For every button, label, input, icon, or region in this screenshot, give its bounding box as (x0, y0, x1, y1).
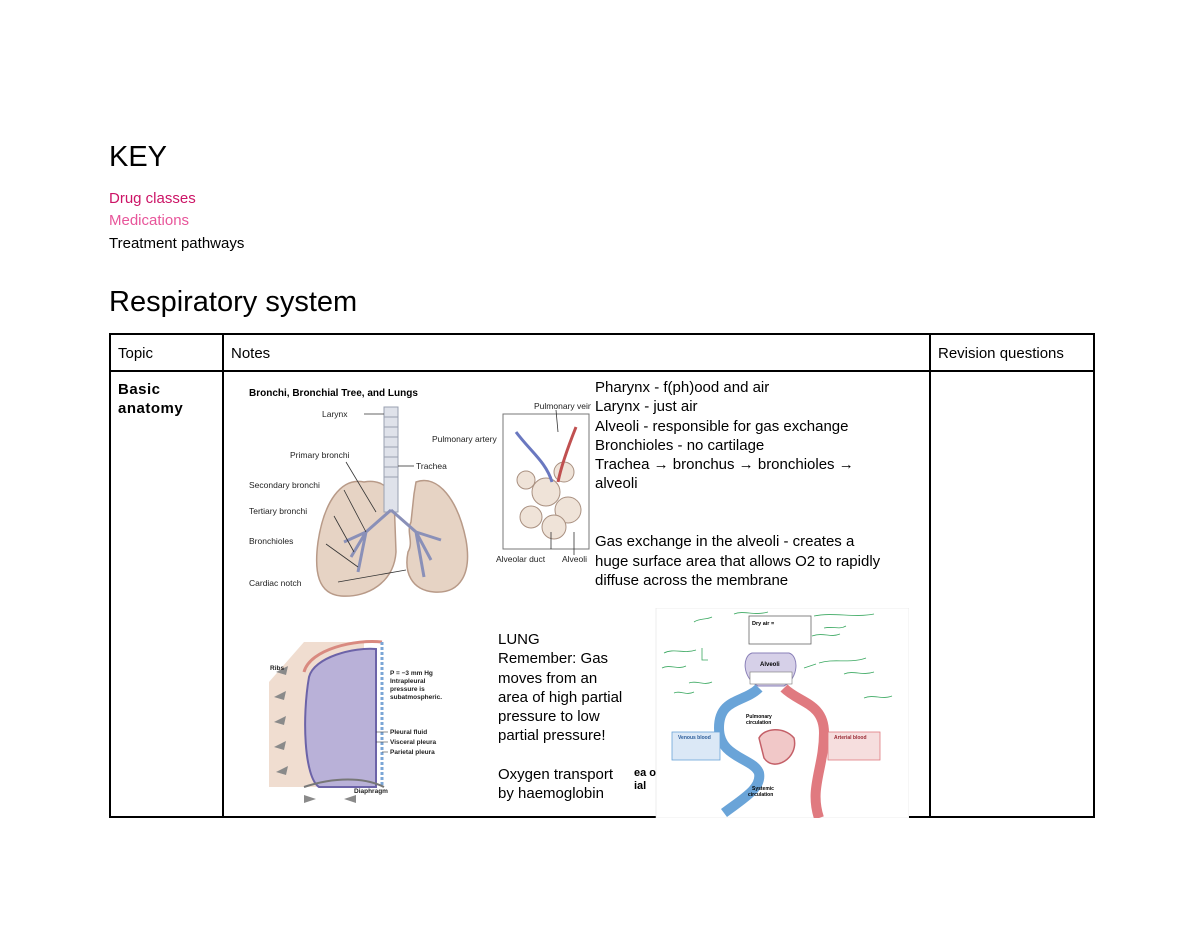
svg-text:Secondary bronchi: Secondary bronchi (249, 480, 320, 490)
svg-text:Visceral pleura: Visceral pleura (390, 739, 437, 746)
svg-text:P = −3 mm Hg: P = −3 mm Hg (390, 670, 433, 677)
svg-text:ial: ial (634, 780, 646, 792)
svg-text:Arterial blood: Arterial blood (834, 735, 867, 741)
svg-text:Pulmonary vein: Pulmonary vein (534, 401, 591, 411)
svg-text:Cardiac notch: Cardiac notch (249, 578, 302, 588)
svg-text:circulation: circulation (746, 720, 771, 726)
svg-text:Alveoli: Alveoli (760, 662, 780, 668)
svg-text:Dry air =: Dry air = (752, 621, 774, 627)
pleura-diagram: Ribs P = −3 mm Hg Intrapleural pressure … (264, 637, 469, 807)
fig1-title: Bronchi, Bronchial Tree, and Lungs (249, 388, 418, 399)
notes-table: Topic Notes Revision questions Basic ana… (109, 333, 1095, 818)
svg-text:Parietal pleura: Parietal pleura (390, 749, 435, 756)
svg-text:Larynx: Larynx (322, 409, 348, 419)
topic-cell: Basic anatomy (109, 370, 224, 818)
key-medications: Medications (109, 212, 190, 229)
svg-text:Trachea: Trachea (416, 461, 447, 471)
svg-text:Alveolar duct: Alveolar duct (496, 554, 546, 564)
gas-exchange-diagram: ea of ial Dry air = Alveoli Pulmonary ci (634, 608, 909, 818)
header-revision: Revision questions (929, 333, 1095, 372)
header-notes: Notes (222, 333, 931, 372)
key-title: KEY (109, 141, 168, 173)
svg-text:Alveoli: Alveoli (562, 554, 587, 564)
section-title: Respiratory system (109, 286, 358, 318)
svg-text:Pulmonary: Pulmonary (746, 714, 772, 720)
anatomy-notes: Pharynx - f(ph)ood and air Larynx - just… (595, 379, 881, 589)
svg-text:Pulmonary artery: Pulmonary artery (432, 434, 497, 444)
svg-text:ea of: ea of (634, 767, 660, 779)
svg-text:Primary bronchi: Primary bronchi (290, 450, 350, 460)
svg-text:pressure is: pressure is (390, 686, 425, 693)
svg-text:Bronchioles: Bronchioles (249, 536, 293, 546)
key-treatment-pathways: Treatment pathways (109, 235, 245, 252)
svg-text:circulation: circulation (748, 792, 773, 798)
notes-cell: Bronchi, Bronchial Tree, and Lungs (222, 370, 931, 818)
revision-cell (929, 370, 1095, 818)
lungs-diagram: Bronchi, Bronchial Tree, and Lungs (246, 382, 591, 604)
lung-notes: LUNG Remember: Gas moves from an area of… (498, 631, 623, 803)
key-drug-classes: Drug classes (109, 190, 196, 207)
svg-text:Venous blood: Venous blood (678, 735, 711, 741)
topic-label: Basic anatomy (118, 381, 184, 417)
svg-text:Pleural fluid: Pleural fluid (390, 729, 427, 736)
svg-text:Diaphragm: Diaphragm (354, 788, 388, 795)
svg-text:Tertiary bronchi: Tertiary bronchi (249, 506, 307, 516)
svg-text:Systemic: Systemic (752, 786, 774, 792)
svg-text:Ribs: Ribs (270, 665, 284, 672)
svg-text:Intrapleural: Intrapleural (390, 678, 426, 685)
header-topic: Topic (109, 333, 224, 372)
svg-text:subatmospheric.: subatmospheric. (390, 694, 442, 701)
